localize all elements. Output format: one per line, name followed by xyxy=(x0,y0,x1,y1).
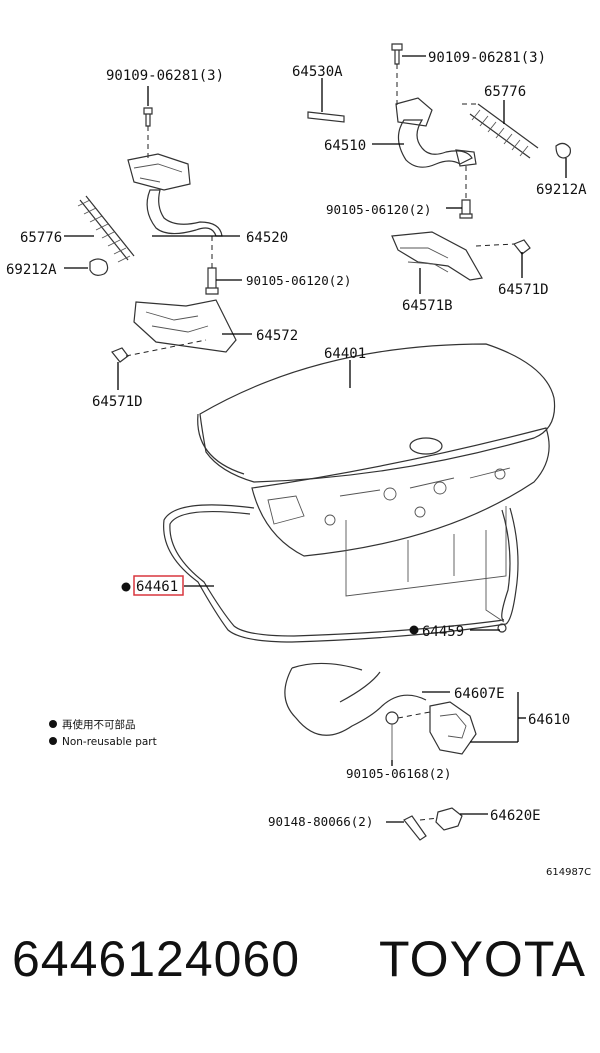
non-reusable-marker-64459 xyxy=(409,625,419,635)
label-64620e: 64620E xyxy=(490,808,541,824)
label-90105-mid: 90105-06120(2) xyxy=(246,273,351,288)
part-number: 6446124060 xyxy=(12,931,301,987)
label-64607e: 64607E xyxy=(454,686,505,702)
legend-text-jp: 再使用不可部品 xyxy=(62,718,136,731)
trunk-lid xyxy=(197,343,556,597)
label-64572: 64572 xyxy=(256,328,298,344)
callout-labels: 90109-06281(3) 90109-06281(3) 64530A 657… xyxy=(6,50,587,829)
label-90148: 90148-80066(2) xyxy=(268,814,373,829)
label-64571b: 64571B xyxy=(402,298,453,314)
right-spring xyxy=(469,103,539,159)
label-64401: 64401 xyxy=(324,346,366,362)
label-64610: 64610 xyxy=(528,712,570,728)
weatherstrip xyxy=(163,504,519,643)
label-90109-left: 90109-06281(3) xyxy=(106,68,224,84)
label-64461: 64461 xyxy=(136,579,178,595)
non-reusable-marker-64461 xyxy=(121,582,131,592)
legend-text-en: Non-reusable part xyxy=(62,736,157,748)
label-90105-top: 90105-06120(2) xyxy=(326,202,431,217)
weatherstrip-clip xyxy=(497,623,507,633)
label-64571d-left: 64571D xyxy=(92,394,143,410)
label-90105-06168: 90105-06168(2) xyxy=(346,766,451,781)
legend-bullet-jp xyxy=(49,720,57,728)
brand-name: TOYOTA xyxy=(379,931,586,987)
legend-bullet-en xyxy=(49,737,57,745)
label-90109-right: 90109-06281(3) xyxy=(428,50,546,66)
label-69212a-right: 69212A xyxy=(536,182,587,198)
right-hinge-assembly xyxy=(307,43,571,281)
legend: 再使用不可部品 Non-reusable part xyxy=(49,718,157,748)
parts-diagram: 90109-06281(3) 90109-06281(3) 64530A 657… xyxy=(6,43,591,878)
figure-code: 614987C xyxy=(546,867,591,878)
leader-lines xyxy=(64,55,567,823)
label-65776-left: 65776 xyxy=(20,230,62,246)
label-69212a-left: 69212A xyxy=(6,262,57,278)
label-64459: 64459 xyxy=(422,624,464,640)
label-64510: 64510 xyxy=(324,138,366,154)
left-hinge-assembly xyxy=(77,107,237,363)
label-64530a: 64530A xyxy=(292,64,343,80)
label-64571d-right: 64571D xyxy=(498,282,549,298)
highlight-box-64461 xyxy=(133,575,184,596)
label-64520: 64520 xyxy=(246,230,288,246)
left-spring xyxy=(77,195,135,263)
label-65776-right: 65776 xyxy=(484,84,526,100)
lock-assembly xyxy=(284,662,477,841)
